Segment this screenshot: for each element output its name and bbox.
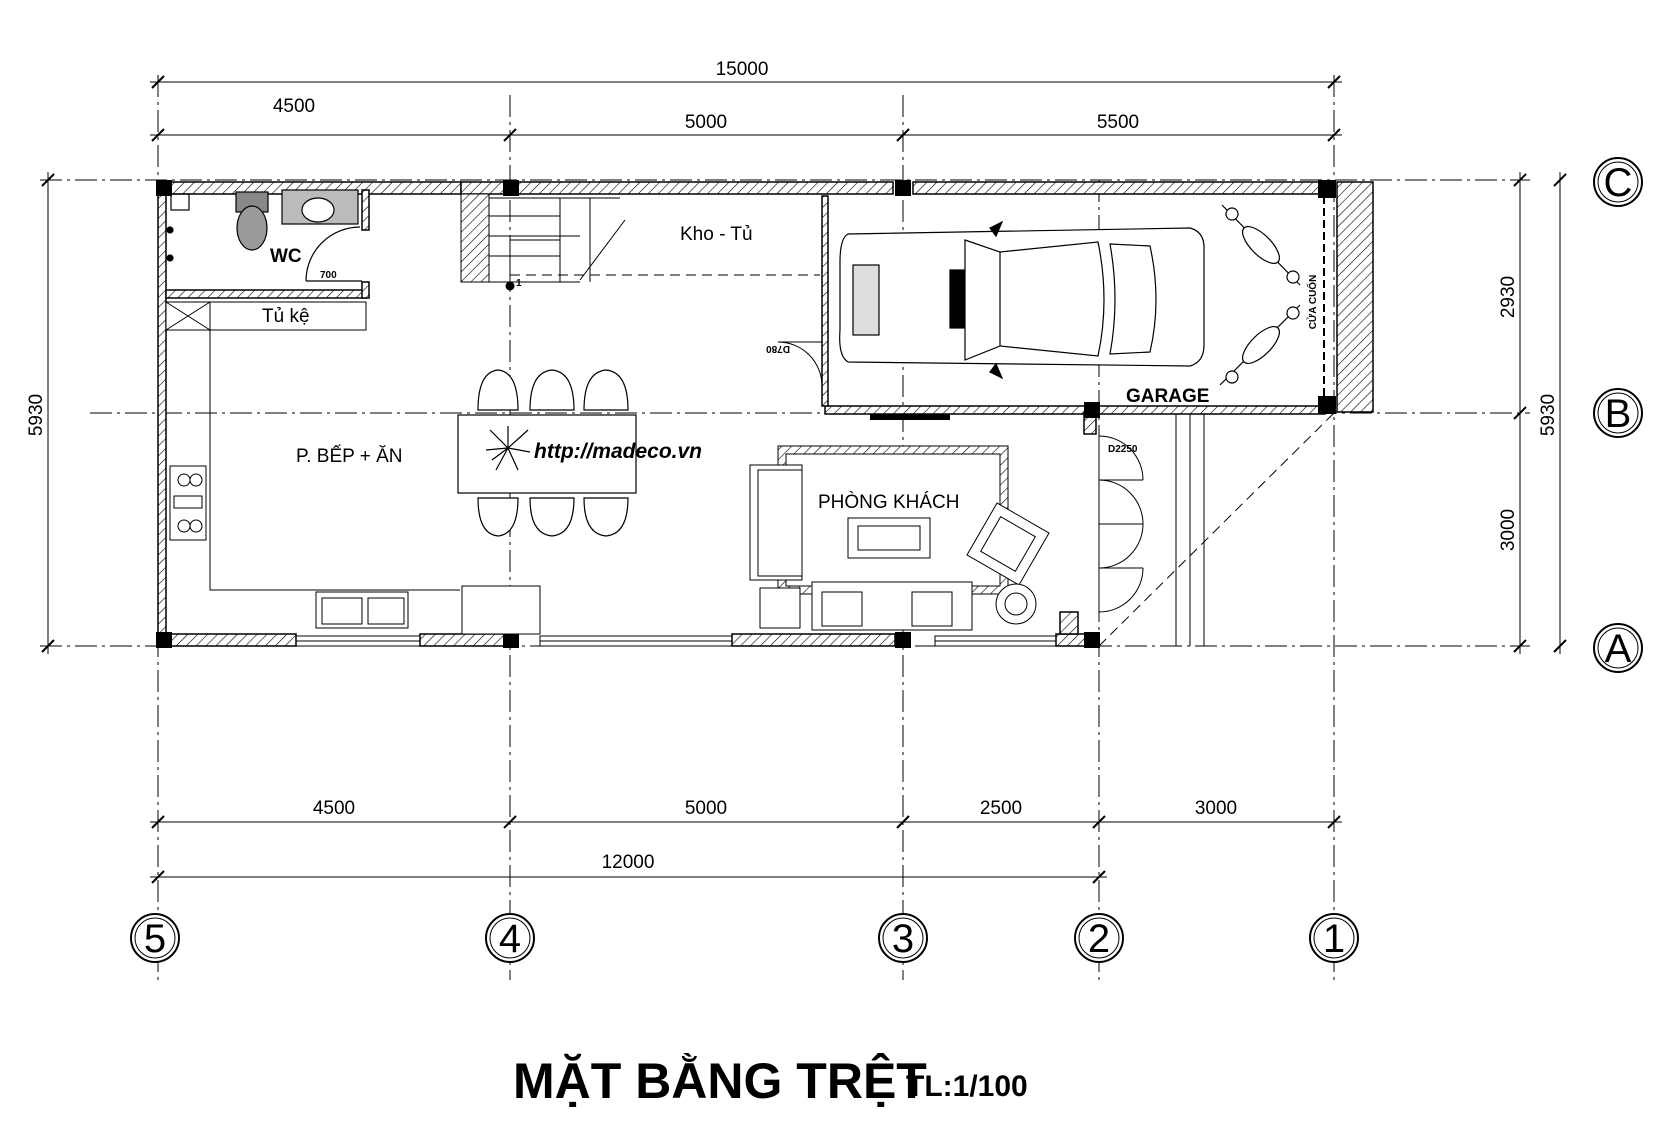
dim-right-seg-2: 3000 xyxy=(1498,509,1519,551)
axis-bubbles xyxy=(130,157,1643,963)
living-door xyxy=(1098,435,1144,613)
dim-right-seg-1: 2930 xyxy=(1498,276,1519,318)
dim-bottom-seg-1: 4500 xyxy=(313,798,355,819)
dim-bottom-seg-3: 2500 xyxy=(980,798,1022,819)
stair-step-tag: 1 xyxy=(516,278,522,289)
shelf-label: Tủ kệ xyxy=(262,306,310,327)
dim-top-seg-3: 5500 xyxy=(1097,112,1139,133)
stairs xyxy=(460,193,820,291)
axis-label-1: 1 xyxy=(1323,917,1345,961)
shelf-cross xyxy=(165,301,211,331)
storage-door-tag: D780 xyxy=(766,343,790,354)
living-furniture xyxy=(749,445,1050,631)
axis-label-3: 3 xyxy=(892,917,914,961)
dim-left-total: 5930 xyxy=(26,394,47,436)
dim-right-total: 5930 xyxy=(1538,394,1559,436)
dimension-lines xyxy=(41,75,1567,884)
porch xyxy=(1098,412,1335,647)
windows xyxy=(295,635,1057,647)
rolling-door-label: CỬA CUỐN xyxy=(1305,275,1319,330)
dining-set xyxy=(457,369,637,537)
wc-fixtures xyxy=(166,189,362,282)
motorbikes xyxy=(1219,204,1301,386)
living-label: PHÒNG KHÁCH xyxy=(818,491,959,513)
garage-label: GARAGE xyxy=(1126,386,1209,407)
axis-label-a: A xyxy=(1605,627,1632,671)
dim-top-total: 15000 xyxy=(716,59,769,80)
kitchen-label: P. BẾP + ĂN xyxy=(296,445,403,467)
dim-top-seg-1: 4500 xyxy=(273,96,315,117)
dim-bottom-seg-4: 3000 xyxy=(1195,798,1237,819)
axis-label-5: 5 xyxy=(144,917,166,961)
plant-icon xyxy=(485,426,531,471)
dim-bottom-seg-2: 5000 xyxy=(685,798,727,819)
dim-top-seg-2: 5000 xyxy=(685,112,727,133)
axis-label-c: C xyxy=(1604,161,1633,205)
car xyxy=(839,220,1205,380)
drawing-title: MẶT BẰNG TRỆT xyxy=(513,1053,927,1109)
wc-label: WC xyxy=(270,246,302,267)
storage-label: Kho - Tủ xyxy=(680,224,753,245)
axis-label-2: 2 xyxy=(1088,917,1110,961)
wc-door-tag: 700 xyxy=(320,270,337,281)
axis-label-4: 4 xyxy=(499,917,521,961)
living-door-tag: D2250 xyxy=(1108,444,1138,455)
storage-door-swing xyxy=(777,341,823,387)
watermark: http://madeco.vn xyxy=(534,440,702,463)
drawing-scale: TL:1/100 xyxy=(906,1070,1028,1103)
garage-threshold xyxy=(870,414,950,420)
columns xyxy=(156,180,1336,648)
axis-label-b: B xyxy=(1605,392,1632,436)
dim-bottom-total: 12000 xyxy=(602,852,655,873)
kitchen-counter xyxy=(169,330,541,635)
